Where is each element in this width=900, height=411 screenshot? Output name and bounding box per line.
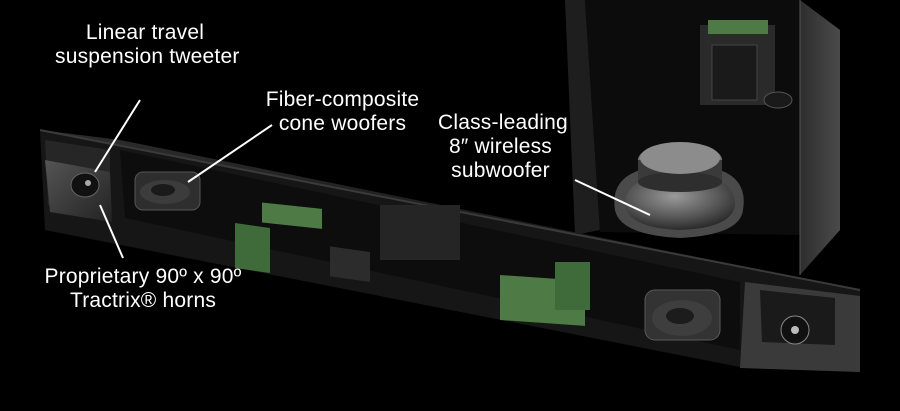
horns-callout-line [99,204,124,259]
subwoofer-cabinet [565,0,840,275]
horns-callout-label: Proprietary 90º x 90º Tractrix® horns [44,265,242,312]
subwoofer-callout-line [574,179,651,216]
left-woofer [134,171,201,211]
tweeter-callout-label: Linear travel suspension tweeter [55,21,240,68]
right-tractrix-horn [740,282,860,372]
right-woofer [644,289,721,341]
circuit-boards [235,202,590,326]
left-tractrix-horn [45,160,112,222]
woofers-callout-label: Fiber-composite cone woofers [265,88,420,135]
callout-lines [94,99,651,259]
woofers-callout-line [187,124,273,183]
subwoofer-callout-label: Class-leading 8″ wireless subwoofer [438,111,568,182]
subwoofer-driver [614,142,744,238]
tweeter-callout-line [94,99,141,173]
